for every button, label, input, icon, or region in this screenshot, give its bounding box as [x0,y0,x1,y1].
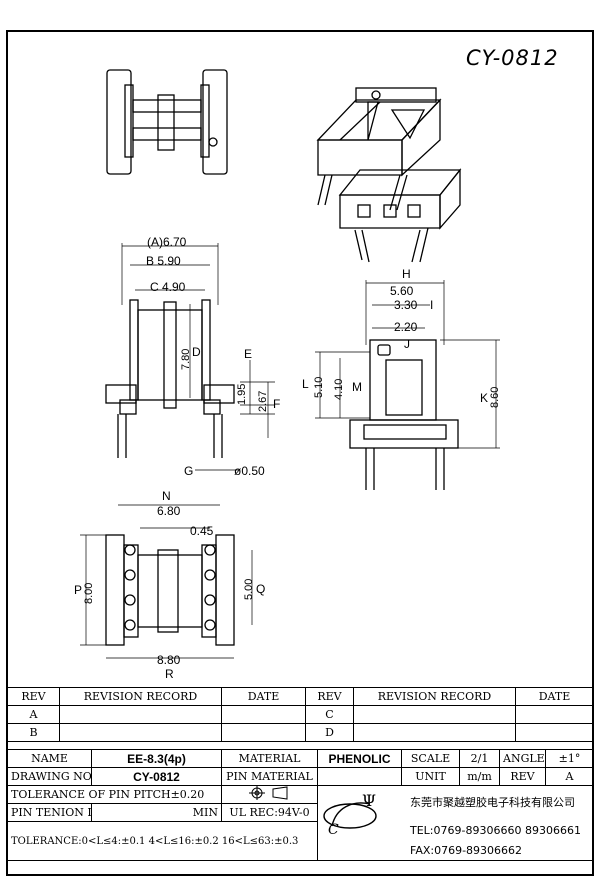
revision-table: REV REVISION RECORD DATE REV REVISION RE… [7,687,594,742]
unit-label: UNIT [401,767,460,786]
tolerance-pitch: TOLERANCE OF PIN PITCH±0.20 [7,785,222,804]
rev-cell: A [7,705,60,724]
pin-material-value [317,767,402,786]
dim-r-value: 8.80 [157,653,181,667]
material-label: MATERIAL [221,749,318,768]
unit-value: m/m [459,767,500,786]
dim-j-value: 2.20 [394,320,418,334]
rev-cell: B [7,723,60,742]
revision-row: A C [7,705,594,724]
dim-d: 7.80 [180,348,192,370]
dim-h-value: 5.60 [390,284,414,298]
record-cell [353,723,516,742]
dim-h: H [402,267,411,281]
dim-e-value: 1.95 [236,383,248,405]
dim-j: J [404,337,410,351]
top-view [106,69,228,175]
title-block: NAME EE-8.3(4p) MATERIAL PHENOLIC SCALE … [7,749,594,861]
dim-k-value: 8.60 [489,386,501,408]
dim-k: K [480,391,489,405]
dim-f-value: 2.67 [257,390,269,412]
revision-row: B D [7,723,594,742]
date-cell [221,723,306,742]
company-fax: FAX:0769-89306662 [410,844,523,857]
dim-n: N [162,489,171,503]
company-logo: Ψ C [323,791,377,838]
record-cell [353,705,516,724]
record-cell [59,705,222,724]
tension-unit: MIN [91,803,222,822]
part-name: EE-8.3(4p) [91,749,222,768]
dim-l: L [302,377,309,391]
revision-header: REV REVISION RECORD DATE REV REVISION RE… [7,687,594,706]
drawing-title: CY-0812 [466,46,559,70]
rev-header: REV [305,687,354,706]
dim-p-value: 8.00 [83,582,95,604]
dim-r: R [165,667,174,681]
date-header: DATE [515,687,594,706]
date-header: DATE [221,687,306,706]
dim-d-letter: D [192,345,201,359]
svg-text:Ψ: Ψ [362,791,376,810]
dim-b: B 5.90 [146,254,181,268]
dim-g: G [184,464,194,478]
dim-p: P [74,583,83,597]
company-block: Ψ C 东莞市聚越塑胶电子科技有限公司 TEL:0769-89306660 89… [317,785,594,861]
drawing-frame [6,30,594,876]
dim-q: Q [256,582,266,596]
ul-rating: UL REC:94V-0 [221,803,318,822]
rev-label: REV [499,767,546,786]
scale-label: SCALE [401,749,460,768]
company-name: 东莞市聚越塑胶电子科技有限公司 [410,796,575,809]
dim-f: F [273,397,281,411]
dim-l-value: 5.10 [313,376,325,398]
scale-value: 2/1 [459,749,500,768]
dim-o-value: 0.45 [190,524,214,538]
angle-label: ANGLE [499,749,546,768]
dim-e: E [244,347,253,361]
name-label: NAME [7,749,92,768]
dim-a: (A)6.70 [147,235,187,249]
pin-material-label: PIN MATERIAL [221,767,318,786]
projection-icon [248,786,287,800]
dim-c: C 4.90 [150,280,186,294]
svg-text:C: C [328,822,339,838]
date-cell [515,723,594,742]
isometric-view [316,87,462,263]
tension-label: PIN TENION LOAD [7,803,92,822]
bottom-view [80,504,253,659]
drawing-no: CY-0812 [91,767,222,786]
dim-q-value: 5.00 [243,578,255,600]
date-cell [221,705,306,724]
front-view [105,243,275,471]
angle-value: ±1° [545,749,594,768]
dim-i-value: 3.30 [394,298,418,312]
tolerance-table: TOLERANCE:0<L≤4:±0.1 4<L≤16:±0.2 16<L≤63… [7,821,318,861]
dim-i: I [430,298,434,312]
company-tel: TEL:0769-89306660 89306661 [410,824,581,837]
record-cell [59,723,222,742]
rev-cell: C [305,705,354,724]
revision-record-header: REVISION RECORD [353,687,516,706]
projection-symbol [221,785,318,804]
rev-value: A [545,767,594,786]
dim-pin: ø0.50 [234,464,265,478]
material-value: PHENOLIC [317,749,402,768]
rev-header: REV [7,687,60,706]
dim-m: M [352,380,362,394]
side-view [315,280,500,490]
dim-m-value: 4.10 [333,378,345,400]
date-cell [515,705,594,724]
rev-cell: D [305,723,354,742]
drawing-no-label: DRAWING NO. [7,767,92,786]
dim-n-value: 6.80 [157,504,181,518]
revision-record-header: REVISION RECORD [59,687,222,706]
